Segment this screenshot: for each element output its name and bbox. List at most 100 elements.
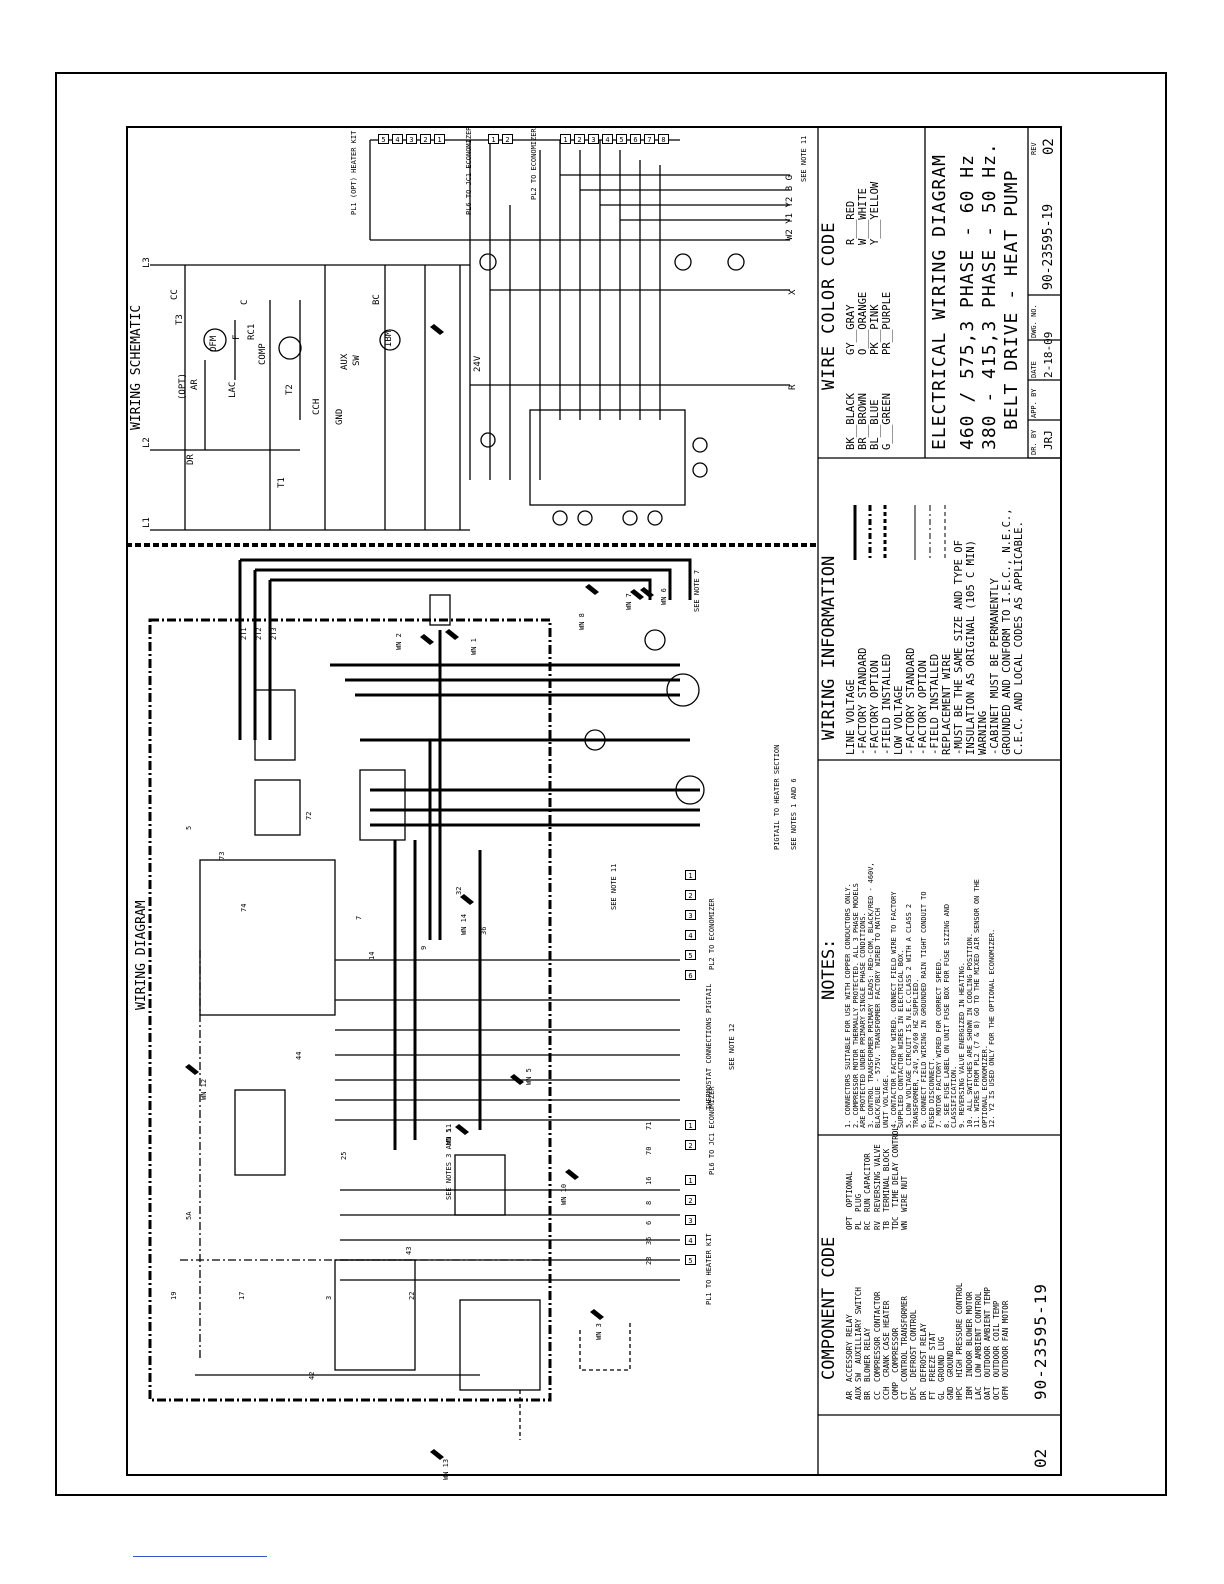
schematic-pin: 4 — [392, 134, 403, 144]
diagram-pin: 2 — [685, 1140, 696, 1150]
wiring-info-title: WIRING INFORMATION — [819, 555, 839, 740]
component-row: TB TERMINAL BLOCK — [881, 1148, 891, 1230]
schematic-pin: 2 — [502, 134, 513, 144]
diagram-pin: 1 — [685, 870, 696, 880]
wire-number: 6 — [645, 1220, 653, 1225]
diagram-pin: 1 — [685, 1120, 696, 1130]
footer-rev: 02 — [1031, 1448, 1050, 1468]
schematic-pin: 3 — [588, 134, 599, 144]
wire-color-entry: BL__BLUE — [869, 399, 881, 450]
component-row: GND GROUND — [946, 1350, 956, 1400]
schematic-pin: 1 — [488, 134, 499, 144]
wire-number: 2T3 — [270, 627, 278, 640]
component-row: AR ACCESSORY RELAY — [845, 1314, 854, 1400]
wn-3: WN 3 — [595, 1323, 603, 1340]
wire-number: 73 — [218, 851, 226, 860]
wiring-info-line: -FACTORY STANDARD — [857, 647, 869, 755]
label-aux: AUX — [340, 353, 350, 370]
label-24v: 24V — [473, 355, 483, 372]
wire-number: 19 — [170, 1291, 178, 1300]
app-by-label: APP. BY — [1030, 388, 1038, 418]
date-label: DATE — [1030, 361, 1038, 378]
schematic-pin: 2 — [420, 134, 431, 144]
label-f: F — [232, 334, 242, 340]
wire-color-code-title: WIRE COLOR CODE — [819, 221, 839, 390]
wire-number: 25 — [340, 1151, 348, 1160]
wire-number: 70 — [645, 1146, 653, 1155]
wire-color-entry: BK__BLACK — [845, 393, 857, 450]
wiring-info-line: C.E.C. AND LOCAL CODES AS APPLICABLE. — [1013, 521, 1025, 755]
wiring-info-line: -FACTORY OPTION — [917, 660, 929, 755]
wn-5: WN 5 — [525, 1068, 533, 1085]
label-x: X — [788, 289, 798, 295]
diagram-pin: 5 — [685, 1255, 696, 1265]
label-bc: BC — [372, 294, 382, 305]
component-row: IBM INDOOR BLOWER MOTOR — [964, 1291, 974, 1400]
label-sw: SW — [352, 355, 362, 366]
see-notes-1-6: SEE NOTES 1 AND 6 — [790, 778, 798, 850]
label-t2: T2 — [285, 384, 295, 395]
wire-number: 44 — [295, 1051, 303, 1060]
component-row: OFM OUTDOOR FAN MOTOR — [1001, 1300, 1011, 1400]
component-row: TDC TIME DELAY CONTROL — [891, 1126, 901, 1230]
wn-7: WN 7 — [625, 593, 633, 610]
diagram-pin: 3 — [685, 1215, 696, 1225]
wn-10: WN 10 — [560, 1183, 568, 1205]
wire-number: 3 — [325, 1295, 333, 1300]
wire-color-entry: PR__PURPLE — [881, 291, 893, 355]
see-note-12: SEE NOTE 12 — [728, 1023, 736, 1070]
diagram-pin: 6 — [685, 970, 696, 980]
wn-6: WN 6 — [660, 588, 668, 605]
wire-color-entry: GY__GRAY — [845, 304, 857, 355]
component-row: RV REVERSING VALVE — [872, 1144, 882, 1230]
schematic-pin: 3 — [406, 134, 417, 144]
pl2-economizer: PL2 TO ECONOMIZER — [708, 898, 716, 970]
rev-value: 02 — [1041, 138, 1057, 155]
label-cc: CC — [170, 289, 180, 300]
wire-number: 42 — [308, 1371, 316, 1380]
component-row: HPC HIGH PRESSURE CONTROL — [955, 1282, 965, 1400]
component-row: CC COMPRESSOR CONTACTOR — [872, 1291, 882, 1400]
diagram-pin: 1 — [685, 1175, 696, 1185]
title-block-line1: 460 / 575,3 PHASE - 60 Hz — [957, 154, 978, 450]
pigtail-heater: PIGTAIL TO HEATER SECTION — [773, 744, 781, 850]
wiring-info-line: -FACTORY OPTION — [869, 660, 881, 755]
component-row: LAC LOW AMBIENT CONTROL — [973, 1291, 983, 1400]
wn-12: WN 12 — [200, 1078, 208, 1100]
component-row: DFC DEFROST CONTROL — [909, 1309, 919, 1400]
schematic-pin: 2 — [574, 134, 585, 144]
label-cch: CCH — [312, 398, 322, 415]
component-code-left: AR ACCESSORY RELAY AUX SW AUXILLIARY SWI… — [845, 1283, 1011, 1400]
wiring-info-line: LINE VOLTAGE — [845, 679, 857, 755]
notes-title: NOTES: — [819, 938, 839, 1000]
date-value: 2-18-09 — [1042, 331, 1055, 378]
diagram-pin: 2 — [685, 890, 696, 900]
page-frame — [55, 72, 1167, 1496]
see-notes-3-5: SEE NOTES 3 AND 5 — [445, 1128, 453, 1200]
schematic-pin: 1 — [560, 134, 571, 144]
schematic-pin: 8 — [658, 134, 669, 144]
label-ar: AR — [190, 379, 200, 390]
diagram-pin: 2 — [685, 1195, 696, 1205]
label-gnd: GND — [335, 408, 345, 425]
wiring-info-list: LINE VOLTAGE -FACTORY STANDARD -FACTORY … — [845, 508, 1025, 755]
wire-number: 17 — [238, 1291, 246, 1300]
wiring-info-line: -FIELD INSTALLED — [929, 653, 941, 755]
wire-color-col3: R___RED W___WHITE Y___YELLOW — [845, 182, 881, 245]
rail-label-l2: L2 — [142, 437, 152, 448]
schematic-pin: 5 — [378, 134, 389, 144]
wire-color-entry: PK__PINK — [869, 304, 881, 355]
title-block-line2: 380 - 415,3 PHASE - 50 Hz. — [979, 142, 1000, 450]
wire-color-col1: BK__BLACK BR__BROWN BL__BLUE G___GREEN — [845, 393, 893, 450]
diagram-pin: 4 — [685, 1235, 696, 1245]
wire-number: 22 — [408, 1291, 416, 1300]
schematic-title: WIRING SCHEMATIC — [129, 304, 144, 430]
component-row: AUX SW AUXILLIARY SWITCH — [854, 1287, 864, 1400]
wire-number: 35 — [645, 1236, 653, 1245]
rail-label-l1: L1 — [142, 517, 152, 528]
wire-color-entry: BR__BROWN — [857, 393, 869, 450]
wire-number: 32 — [455, 886, 463, 895]
component-row: RC RUN CAPACITOR — [863, 1153, 873, 1230]
schematic-pin: 6 — [630, 134, 641, 144]
